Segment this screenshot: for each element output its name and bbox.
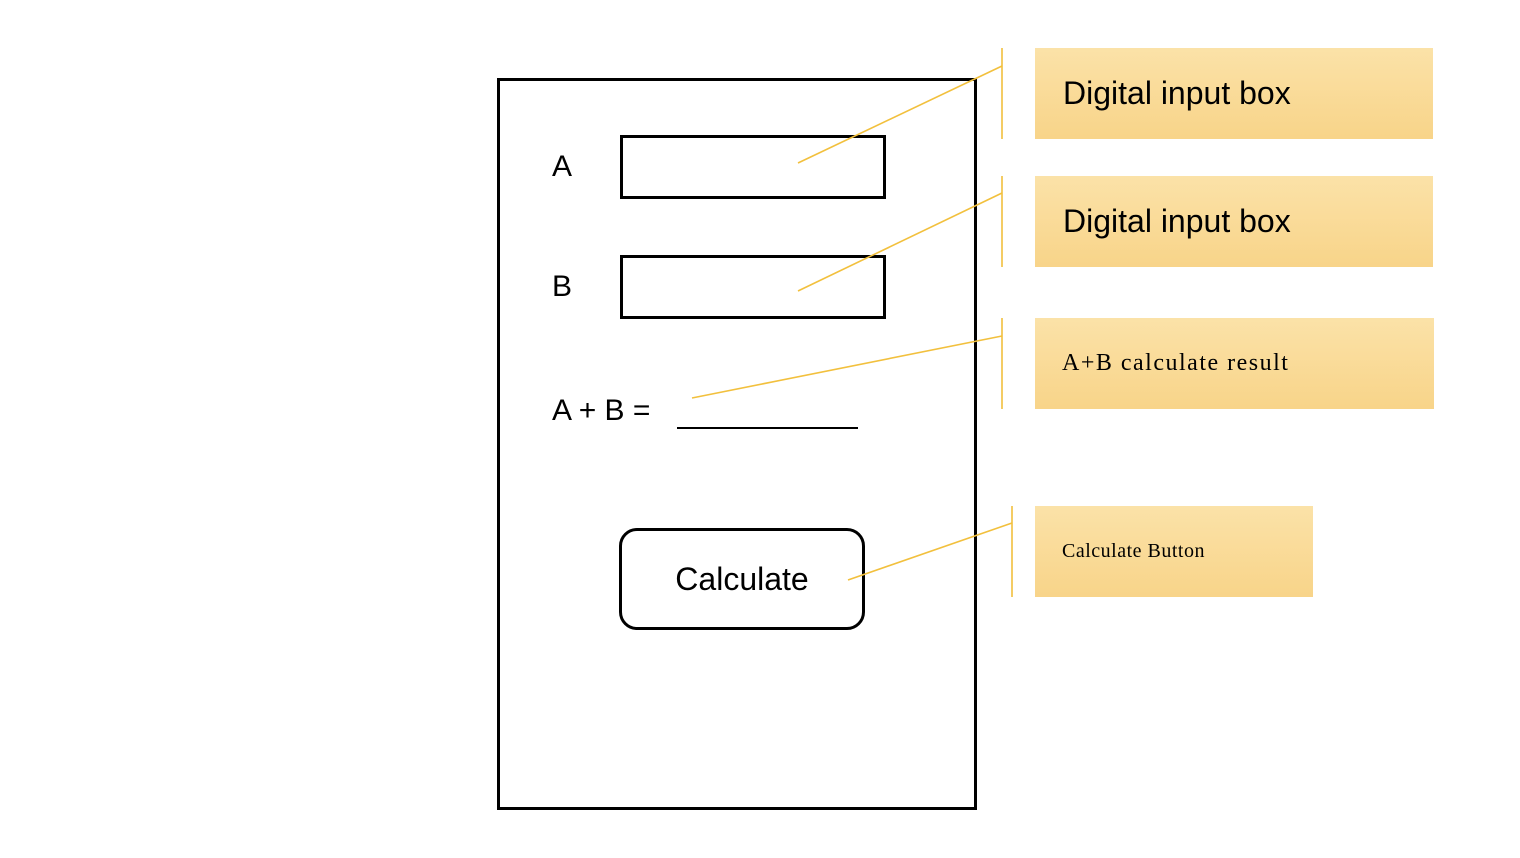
callout-button: Calculate Button <box>1035 506 1313 597</box>
calculate-button[interactable]: Calculate <box>619 528 865 630</box>
calculate-button-label: Calculate <box>675 560 809 597</box>
input-b-field[interactable] <box>620 255 886 319</box>
callout-button-text: Calculate Button <box>1062 540 1205 562</box>
callout-input-b-text: Digital input box <box>1063 203 1291 239</box>
result-output-line <box>677 427 858 429</box>
callout-input-b: Digital input box <box>1035 176 1433 267</box>
label-b: B <box>552 270 573 303</box>
calculator-form-frame <box>497 78 977 810</box>
input-a-field[interactable] <box>620 135 886 199</box>
callout-result-text: A+B calculate result <box>1062 350 1290 376</box>
label-a: A <box>552 150 573 183</box>
callout-input-a: Digital input box <box>1035 48 1433 139</box>
callout-input-a-text: Digital input box <box>1063 75 1291 111</box>
callout-result: A+B calculate result <box>1035 318 1434 409</box>
sum-label: A + B = <box>552 394 651 427</box>
